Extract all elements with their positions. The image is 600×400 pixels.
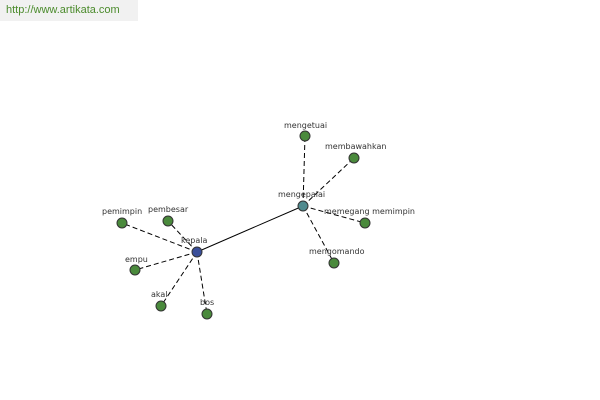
- edge-kepala-akal: [160, 251, 198, 307]
- node-mengomando[interactable]: [328, 257, 340, 269]
- node-label-bos[interactable]: bos: [200, 298, 214, 307]
- edge-kepala-empu: [134, 251, 198, 271]
- node-memegang_memimpin[interactable]: [359, 217, 371, 229]
- nodes-layer: [116, 130, 371, 320]
- node-pemimpin[interactable]: [116, 217, 128, 229]
- edge-kepala-pembesar: [167, 220, 198, 253]
- node-kepala[interactable]: [191, 246, 203, 258]
- node-label-empu[interactable]: empu: [125, 255, 148, 264]
- edge-kepala-bos: [196, 251, 208, 315]
- node-akal[interactable]: [155, 300, 167, 312]
- node-mengepalai[interactable]: [297, 200, 309, 212]
- site-url[interactable]: http://www.artikata.com: [0, 0, 138, 21]
- node-label-mengetuai[interactable]: mengetuai: [284, 121, 327, 130]
- edge-mengepalai-mengomando: [302, 205, 335, 264]
- node-label-pembesar[interactable]: pembesar: [148, 205, 189, 214]
- node-label-mengepalai[interactable]: mengepalai: [278, 190, 325, 199]
- edges-layer: [121, 135, 366, 315]
- node-bos[interactable]: [201, 308, 213, 320]
- node-label-mengomando[interactable]: mengomando: [309, 247, 365, 256]
- node-pembesar[interactable]: [162, 215, 174, 227]
- edge-mengepalai-membawahkan: [302, 157, 355, 207]
- edge-kepala-mengepalai: [196, 205, 304, 253]
- node-label-pemimpin[interactable]: pemimpin: [102, 207, 142, 216]
- node-mengetuai[interactable]: [299, 130, 311, 142]
- node-label-memegang_memimpin[interactable]: memegang memimpin: [324, 207, 415, 216]
- edge-mengepalai-mengetuai: [302, 135, 306, 207]
- node-label-akal[interactable]: akal: [151, 290, 168, 299]
- node-membawahkan[interactable]: [348, 152, 360, 164]
- edge-kepala-pemimpin: [121, 222, 198, 253]
- edge-mengepalai-memegang_memimpin: [302, 205, 366, 224]
- node-empu[interactable]: [129, 264, 141, 276]
- labels-layer: kepala mengepalai pemimpin pembesar empu akal…: [102, 121, 415, 307]
- node-label-kepala[interactable]: kepala: [181, 236, 207, 245]
- node-label-membawahkan[interactable]: membawahkan: [325, 142, 386, 151]
